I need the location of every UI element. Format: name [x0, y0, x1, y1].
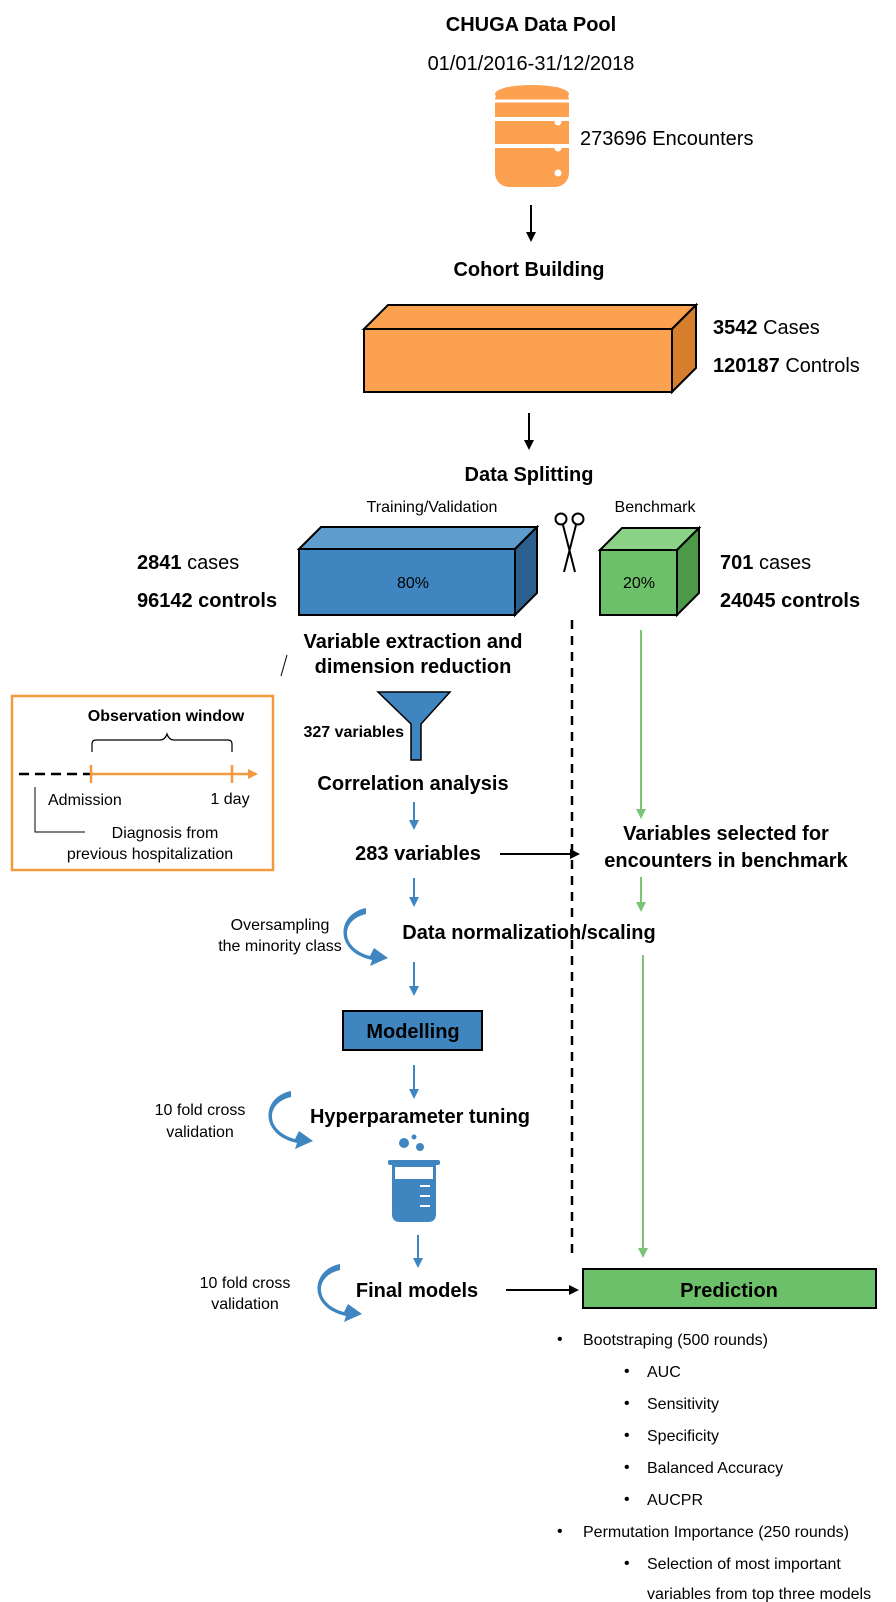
training-cases: 2841 cases: [137, 552, 239, 574]
diagnosis-line2: previous hospitalization: [67, 846, 233, 863]
diagnosis-line1: Diagnosis from: [112, 825, 219, 842]
extraction-line1: Variable extraction and: [304, 631, 523, 653]
cohort-controls: 120187 Controls: [713, 355, 860, 377]
observation-brace: [91, 732, 233, 752]
bullet-dot: •: [624, 1555, 630, 1572]
cv1-line2: validation: [166, 1124, 234, 1141]
observation-frame: [10, 694, 275, 872]
beaker-icon: [388, 1134, 440, 1222]
training-box: [296, 524, 540, 618]
cohort-cases: 3542 Cases: [713, 317, 820, 339]
training-percent: 80%: [397, 575, 429, 592]
bench-vars-line1: Variables selected for: [623, 823, 829, 845]
results-list: • Bootstraping (500 rounds) • AUC • Sens…: [557, 1331, 871, 1602]
oversampling-line2: the minority class: [218, 938, 342, 955]
database-icon: [495, 85, 569, 187]
benchmark-percent: 20%: [623, 575, 655, 592]
benchmark-label: Benchmark: [615, 499, 697, 516]
observation-title: Observation window: [88, 708, 245, 725]
variables-283: 283 variables: [355, 843, 481, 865]
cv2-line1: 10 fold cross: [200, 1275, 291, 1292]
hyperparameter-tuning: Hyperparameter tuning: [310, 1106, 530, 1128]
selection-item-line1: Selection of most important: [647, 1556, 841, 1573]
final-models: Final models: [356, 1280, 478, 1302]
cv2-curve-icon: [317, 1264, 362, 1322]
training-controls: 96142 controls: [137, 590, 277, 612]
bench-vars-line2: encounters in benchmark: [604, 850, 848, 872]
data-pool-title: CHUGA Data Pool: [446, 14, 616, 36]
modelling-box: [342, 1010, 483, 1051]
metric-item: Balanced Accuracy: [647, 1460, 783, 1477]
metric-item: AUC: [647, 1364, 681, 1381]
bullet-dot: •: [624, 1395, 630, 1412]
metric-item: Sensitivity: [647, 1396, 719, 1413]
cv2-line2: validation: [211, 1296, 279, 1313]
bullet-dot: •: [624, 1491, 630, 1508]
benchmark-cases: 701 cases: [720, 552, 811, 574]
scissors-icon: [554, 512, 585, 573]
observation-window-inset: Observation window Admission 1 day Diagn…: [10, 694, 275, 872]
diagnosis-connector: [34, 787, 85, 833]
data-normalization: Data normalization/scaling: [402, 922, 655, 944]
permutation-item: Permutation Importance (250 rounds): [583, 1524, 849, 1541]
oversampling-curve-icon: [343, 908, 388, 966]
metric-item: Specificity: [647, 1428, 719, 1445]
funnel-icon: [376, 691, 452, 761]
benchmark-box: [597, 525, 702, 618]
cv1-line1: 10 fold cross: [155, 1102, 246, 1119]
bullet-dot: •: [624, 1427, 630, 1444]
admission-label: Admission: [48, 792, 122, 809]
bullet-dot: •: [624, 1363, 630, 1380]
one-day-label: 1 day: [210, 791, 249, 808]
oversampling-line1: Oversampling: [231, 917, 330, 934]
date-range: 01/01/2016-31/12/2018: [428, 53, 635, 75]
callout-line: [280, 654, 288, 677]
metric-item: AUCPR: [647, 1492, 703, 1509]
modelling-label: Modelling: [366, 1021, 459, 1043]
cohort-box: [361, 302, 699, 395]
prediction-box: [582, 1268, 877, 1309]
selection-item-line2: variables from top three models: [647, 1586, 871, 1602]
data-splitting-title: Data Splitting: [465, 464, 594, 486]
funnel-label: 327 variables: [303, 724, 404, 741]
training-validation-label: Training/Validation: [367, 499, 498, 516]
cv1-curve-icon: [268, 1091, 313, 1149]
benchmark-controls: 24045 controls: [720, 590, 860, 612]
bullet-dot: •: [557, 1523, 563, 1540]
extraction-line2: dimension reduction: [315, 656, 512, 678]
bullet-dot: •: [624, 1459, 630, 1476]
correlation-analysis: Correlation analysis: [317, 773, 508, 795]
cohort-building-title: Cohort Building: [453, 259, 604, 281]
bullet-dot: •: [557, 1331, 563, 1348]
prediction-label: Prediction: [680, 1280, 778, 1302]
bootstraping-item: Bootstraping (500 rounds): [583, 1332, 768, 1349]
encounters-count: 273696 Encounters: [580, 128, 753, 150]
